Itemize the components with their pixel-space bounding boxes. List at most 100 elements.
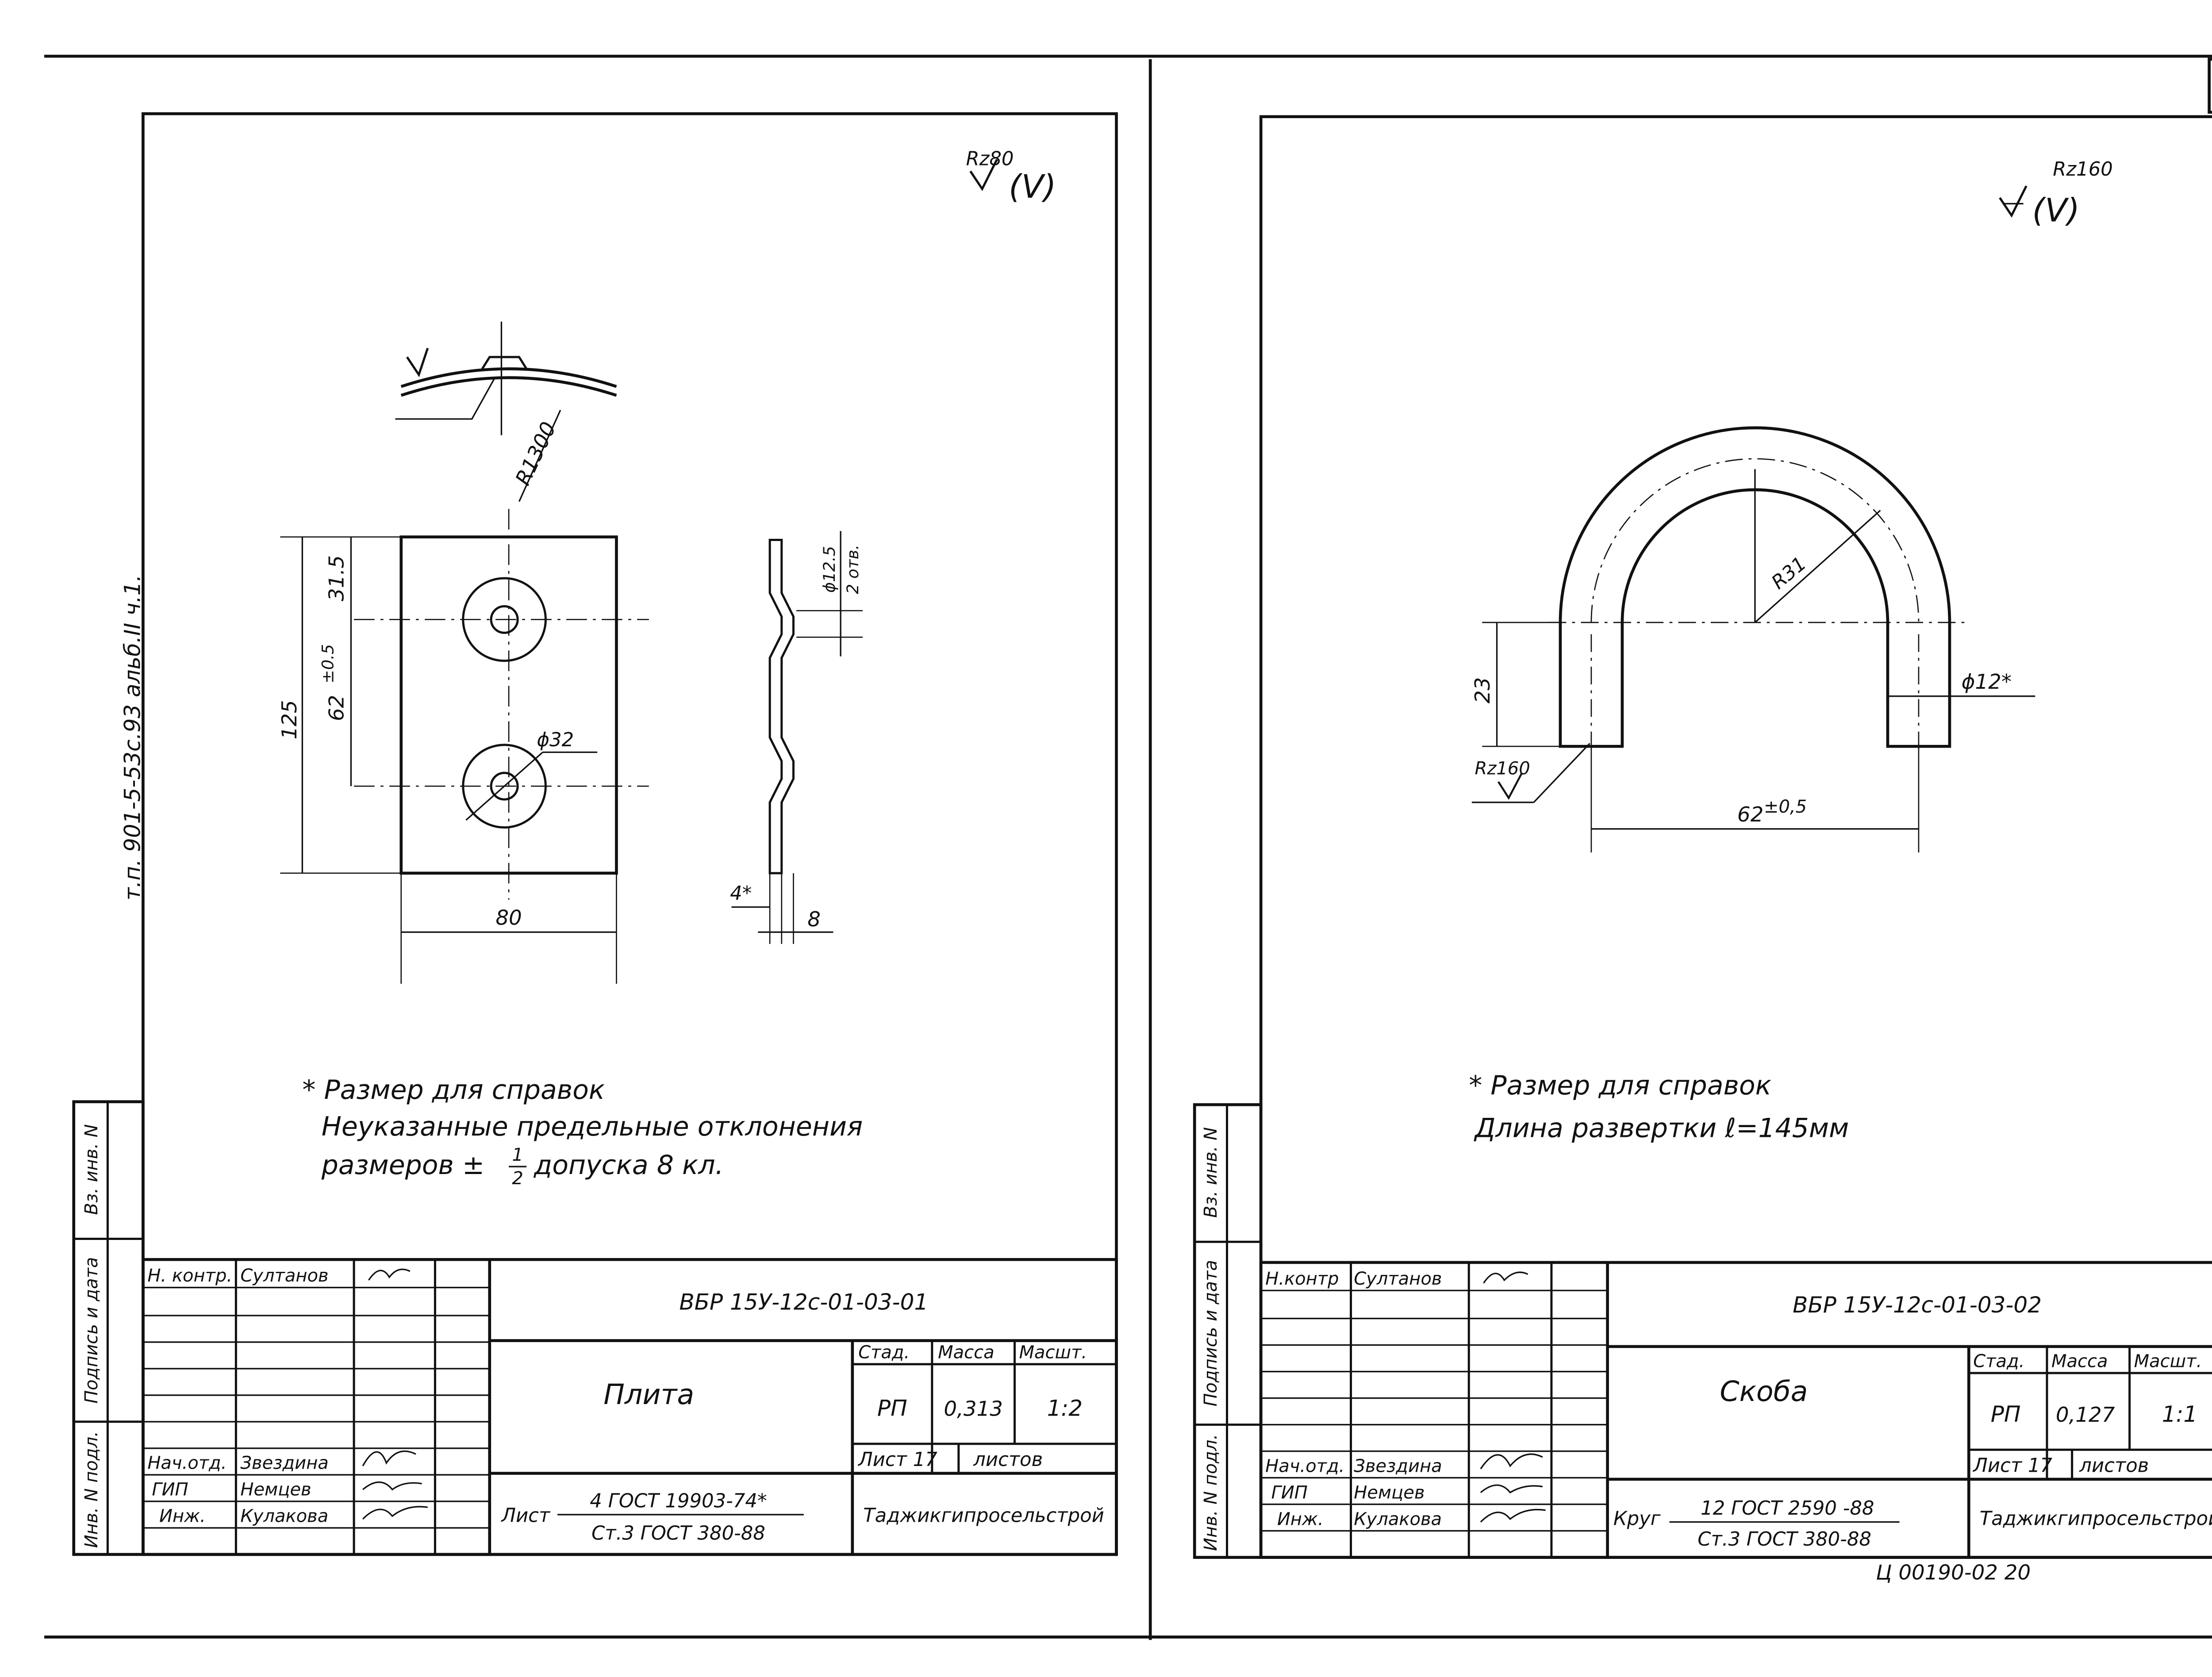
dim-hole-spacing-tol: ±0.5 (318, 644, 337, 683)
stage-value-2: РП (1991, 1401, 2021, 1427)
sheet-frame: 19 (44, 54, 2212, 1640)
margin-signature-date: Подпись и дата (81, 1257, 102, 1404)
plate-frame (142, 112, 1118, 1556)
note-developed-length: Длина развертки ℓ=145мм (1474, 1113, 1849, 1144)
dim-leg: 23 (1471, 677, 1495, 703)
signature-marks-2 (1480, 1271, 1546, 1523)
roughness-code-2: Rz160 (2053, 158, 2113, 180)
material-bottom-2: Ст.3 ГОСТ 380-88 (1697, 1528, 1871, 1550)
mass-label: Масса (938, 1343, 995, 1363)
stage-value: РП (877, 1396, 907, 1421)
footer-code: Ц 00190-02 20 (1876, 1561, 2031, 1585)
part-name-2: Скоба (1720, 1375, 1808, 1408)
name-n-kontr: Султанов (240, 1266, 328, 1286)
name-nach-otd: Звездина (240, 1453, 328, 1474)
name-nach-otd-2: Звездина (1354, 1456, 1442, 1476)
organization: Таджикгипросельстрой (863, 1505, 1104, 1527)
margin-replace-inv: Вз. инв. N (81, 1124, 102, 1215)
scale-label-2: Масшт. (2134, 1351, 2202, 1372)
drawing-bracket: Инв. N подл. Подпись и дата Вз. инв. N R… (1193, 115, 2212, 1559)
material-prefix: Лист (500, 1505, 551, 1527)
role-gip-2: ГИП (1271, 1482, 1308, 1503)
role-n-kontr: Н. контр. (147, 1266, 232, 1286)
scale-label: Масшт. (1019, 1343, 1087, 1363)
role-inzh: Инж. (159, 1506, 206, 1527)
note-fraction-den: 2 (512, 1168, 523, 1189)
hole-dia-label: ϕ32 (537, 729, 574, 751)
doc-code-2: ВБР 15У-12с-01-03-02 (1793, 1292, 2042, 1318)
name-gip-2: Немцев (1354, 1482, 1425, 1503)
sheet-label: Лист 17 (857, 1449, 937, 1471)
bend-section-view: R1300 (395, 322, 617, 502)
plate-notes: * Размер для справок Неуказанные предель… (302, 1075, 863, 1189)
mass-label-2: Масса (2051, 1351, 2108, 1372)
dim-span: 62 (1737, 803, 1763, 827)
drawing-plate: т.п. 901-5-53с.93 альб.II ч.1. Инв. N по… (72, 112, 1118, 1556)
note-tolerance-2: размеров ± (321, 1150, 484, 1181)
side-stamp: т.п. 901-5-53с.93 альб.II ч.1. (120, 575, 146, 901)
bracket-view: R31 23 ϕ12* 62 ±0,5 Rz160 (1471, 426, 2035, 853)
bracket-notes: * Размер для справок Длина развертки ℓ=1… (1469, 1070, 1849, 1144)
role-inzh-2: Инж. (1277, 1509, 1324, 1529)
radius-label-2: R31 (1767, 553, 1810, 594)
dim-thickness: 4* (730, 883, 752, 905)
material-prefix-2: Круг (1613, 1508, 1661, 1530)
plate-side-view: ϕ12.5 2 отв. 4* 8 (730, 531, 863, 944)
margin-replace-inv-2: Вз. инв. N (1201, 1127, 1221, 1218)
roughness-code: Rz80 (966, 148, 1014, 170)
title-block-plate: Н. контр. Султанов Нач.отд. Звездина ГИП… (142, 1258, 1118, 1556)
role-n-kontr-2: Н.контр (1265, 1269, 1339, 1289)
leg-roughness: Rz160 (1475, 758, 1530, 779)
name-n-kontr-2: Султанов (1354, 1269, 1442, 1289)
dim-span-tol: ±0,5 (1764, 797, 1807, 817)
note-tolerance: Неуказанные предельные отклонения (322, 1111, 863, 1142)
mass-value: 0,313 (944, 1397, 1003, 1421)
note-reference-2: * Размер для справок (1469, 1070, 1771, 1101)
roughness-suffix: (V) (1009, 168, 1056, 206)
margin-inv-original-2: Инв. N подл. (1201, 1434, 1221, 1551)
material-top: 4 ГОСТ 19903-74* (590, 1490, 767, 1512)
plate-front-view: ϕ32 125 31.5 62 ±0.5 80 (278, 509, 649, 984)
sheets-label: листов (973, 1449, 1043, 1471)
roughness-suffix-2: (V) (2032, 192, 2080, 229)
stage-label-2: Стад. (1973, 1351, 2024, 1372)
roughness-symbol: Rz80 (V) (966, 148, 1056, 206)
dim-top-offset: 31.5 (325, 555, 349, 601)
role-nach-otd: Нач.отд. (147, 1453, 227, 1474)
radius-label: R1300 (511, 418, 561, 489)
dim-width: 80 (495, 906, 522, 930)
note-reference: * Размер для справок (302, 1075, 605, 1105)
dim-height: 125 (278, 700, 302, 740)
dim-bend: 8 (807, 908, 821, 932)
sheet-label-2: Лист 17 (1972, 1454, 2052, 1477)
dim-rod-dia: ϕ12* (1962, 670, 2012, 694)
margin-strip-right: Инв. N подл. Подпись и дата Вз. инв. N (1193, 1103, 1263, 1559)
role-nach-otd-2: Нач.отд. (1265, 1456, 1344, 1476)
note-fraction-num: 1 (512, 1145, 523, 1165)
name-inzh-2: Кулакова (1354, 1509, 1442, 1529)
margin-signature-date-2: Подпись и дата (1201, 1260, 1221, 1406)
sheets-label-2: листов (2079, 1454, 2149, 1477)
stage-label: Стад. (858, 1343, 910, 1363)
part-name: Плита (603, 1378, 694, 1411)
organization-2: Таджикгипросельстрой (1980, 1508, 2212, 1530)
name-gip: Немцев (240, 1480, 311, 1500)
material-bottom: Ст.3 ГОСТ 380-88 (591, 1523, 765, 1545)
bracket-frame (1259, 115, 2212, 1559)
roughness-symbol-2: Rz160 (V) (1999, 158, 2113, 229)
title-block-bracket: Н.контр Султанов Нач.отд. Звездина ГИП Н… (1259, 1261, 2212, 1559)
dim-side-hole: ϕ12.5 (820, 546, 839, 593)
margin-inv-original: Инв. N подл. (81, 1431, 102, 1548)
material-top-2: 12 ГОСТ 2590 -88 (1701, 1497, 1874, 1520)
dim-side-holes-count: 2 отв. (843, 545, 862, 594)
signature-marks (362, 1268, 428, 1520)
note-tolerance-3: допуска 8 кл. (534, 1150, 724, 1181)
dim-hole-spacing: 62 (325, 695, 349, 721)
name-inzh: Кулакова (240, 1506, 328, 1527)
margin-strip-left: Инв. N подл. Подпись и дата Вз. инв. N (72, 1100, 145, 1556)
mass-value-2: 0,127 (2056, 1403, 2115, 1427)
doc-code: ВБР 15У-12с-01-03-01 (679, 1289, 928, 1315)
scale-value: 1:2 (1047, 1396, 1083, 1421)
role-gip: ГИП (152, 1480, 188, 1500)
